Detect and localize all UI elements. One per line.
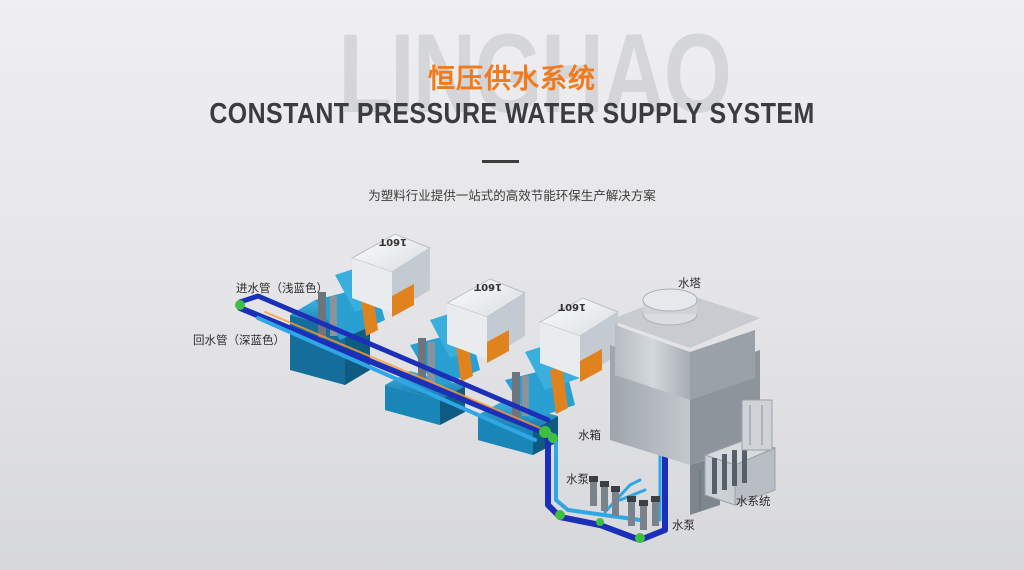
page-subtitle: 为塑料行业提供一站式的高效节能环保生产解决方案: [368, 188, 656, 203]
pump-right-label: 水泵: [672, 518, 695, 532]
water-system-label: 水系统: [736, 494, 771, 508]
return-pipe-label: 回水管（深蓝色）: [193, 333, 285, 347]
machine-1-label: 160T: [379, 236, 407, 247]
return-pipe-main: [237, 305, 546, 435]
water-treatment-system: [703, 399, 777, 506]
water-pumps-left: [589, 476, 620, 516]
water-tower-label: 水塔: [678, 276, 701, 290]
title-divider: [482, 160, 519, 163]
pump-left-label: 水泵: [566, 472, 589, 486]
brand-watermark: LINGHAO: [338, 11, 731, 136]
machine-2-label: 160T: [474, 281, 502, 292]
water-tower: [610, 288, 760, 515]
injection-machine-3: [478, 297, 620, 455]
machine-3-label: 160T: [558, 301, 586, 312]
water-pumps-right: [627, 496, 660, 530]
water-tank-label: 水箱: [578, 428, 601, 442]
page-title-english: CONSTANT PRESSURE WATER SUPPLY SYSTEM: [209, 98, 815, 130]
page-title: 恒压供水系统: [428, 64, 596, 95]
inlet-pipe-main: [256, 316, 537, 442]
inlet-pipe-label: 进水管（浅蓝色）: [236, 281, 328, 295]
